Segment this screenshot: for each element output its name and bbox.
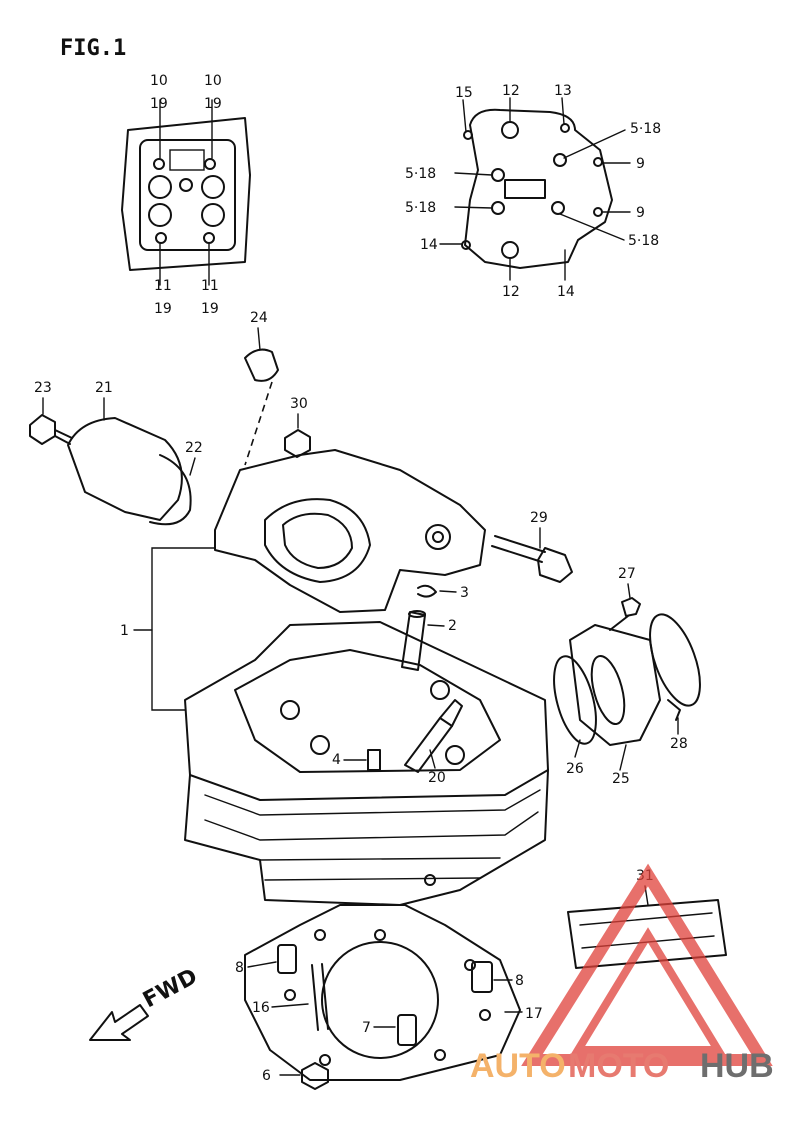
label-3: 3 <box>460 585 469 601</box>
label-30: 30 <box>290 396 308 412</box>
fwd-arrow <box>89 1004 149 1041</box>
label-14-right: 14 <box>557 284 575 300</box>
label-23: 23 <box>34 380 52 396</box>
label-26: 26 <box>566 761 584 777</box>
label-16: 16 <box>252 1000 270 1016</box>
label-12-top: 12 <box>502 83 520 99</box>
cylinder-head-cover <box>214 449 486 613</box>
label-19-left: 19 <box>150 96 168 112</box>
label-9-bottom: 9 <box>636 205 645 221</box>
label-5-18-c: 5·18 <box>405 200 436 216</box>
label-17: 6 <box>262 1068 271 1084</box>
bracket-part-1 <box>151 547 216 711</box>
head-cover-top-view <box>439 97 631 281</box>
label-10-right: 10 <box>204 73 222 89</box>
label-5-18-b: 5·18 <box>405 166 436 182</box>
label-8-left: 8 <box>235 960 244 976</box>
label-12-bottom: 12 <box>502 284 520 300</box>
clamp-part-28 <box>649 613 701 721</box>
label-24: 24 <box>250 310 268 326</box>
dowel-part-8-right <box>471 961 493 993</box>
label-10-left: 10 <box>150 73 168 89</box>
watermark-hub: HUB <box>700 1047 774 1085</box>
watermark-triangle-icon <box>521 863 773 1066</box>
label-19-bottom-right: 19 <box>201 301 219 317</box>
label-25: 25 <box>612 771 630 787</box>
label-7: 7 <box>362 1020 371 1036</box>
label-14-left: 14 <box>420 237 438 253</box>
label-29: 29 <box>530 510 548 526</box>
label-6: 17 <box>525 1006 543 1022</box>
watermark-moto: MOTO <box>568 1047 669 1085</box>
label-27: 27 <box>618 566 636 582</box>
clip-part-3 <box>417 584 437 598</box>
label-21: 21 <box>95 380 113 396</box>
o-ring-part-26 <box>553 655 597 745</box>
shaft-part-2 <box>401 610 426 671</box>
label-19-bottom-left: 19 <box>154 301 172 317</box>
label-9-top: 9 <box>636 156 645 172</box>
nut-part-17 <box>301 1062 329 1090</box>
dowel-part-7 <box>397 1014 417 1046</box>
breather-cover-part-21 <box>67 417 192 526</box>
label-8-right: 8 <box>515 973 524 989</box>
label-28: 28 <box>670 736 688 752</box>
intake-pipe-part-25 <box>569 624 661 746</box>
head-top-view <box>121 99 251 286</box>
label-1: 1 <box>120 623 129 639</box>
dowel-part-8-left <box>277 944 297 974</box>
label-5-18-d: 5·18 <box>628 233 659 249</box>
watermark-auto: AUTO <box>470 1047 566 1085</box>
head-gasket-part-6 <box>244 904 521 1081</box>
label-5-18-a: 5·18 <box>630 121 661 137</box>
label-2: 2 <box>448 618 457 634</box>
fwd-label: FWD <box>139 964 202 1013</box>
label-20: 20 <box>428 770 446 786</box>
nut-part-30 <box>284 429 311 458</box>
bolt-part-29 <box>491 535 573 583</box>
label-11-left: 11 <box>154 278 172 294</box>
label-22: 22 <box>185 440 203 456</box>
cylinder-head <box>184 621 549 906</box>
label-13: 13 <box>554 83 572 99</box>
figure-title: FIG.1 <box>60 36 126 61</box>
label-19-right: 19 <box>204 96 222 112</box>
cap-part-24 <box>244 348 279 466</box>
label-15: 15 <box>455 85 473 101</box>
dowel-part-4 <box>367 749 381 771</box>
bolt-part-23 <box>29 414 73 445</box>
bolt-part-27 <box>609 597 641 631</box>
label-4: 4 <box>332 752 341 768</box>
spark-plug-part-20 <box>404 699 463 773</box>
stud-part-16 <box>311 963 329 1031</box>
label-11-right: 11 <box>201 278 219 294</box>
